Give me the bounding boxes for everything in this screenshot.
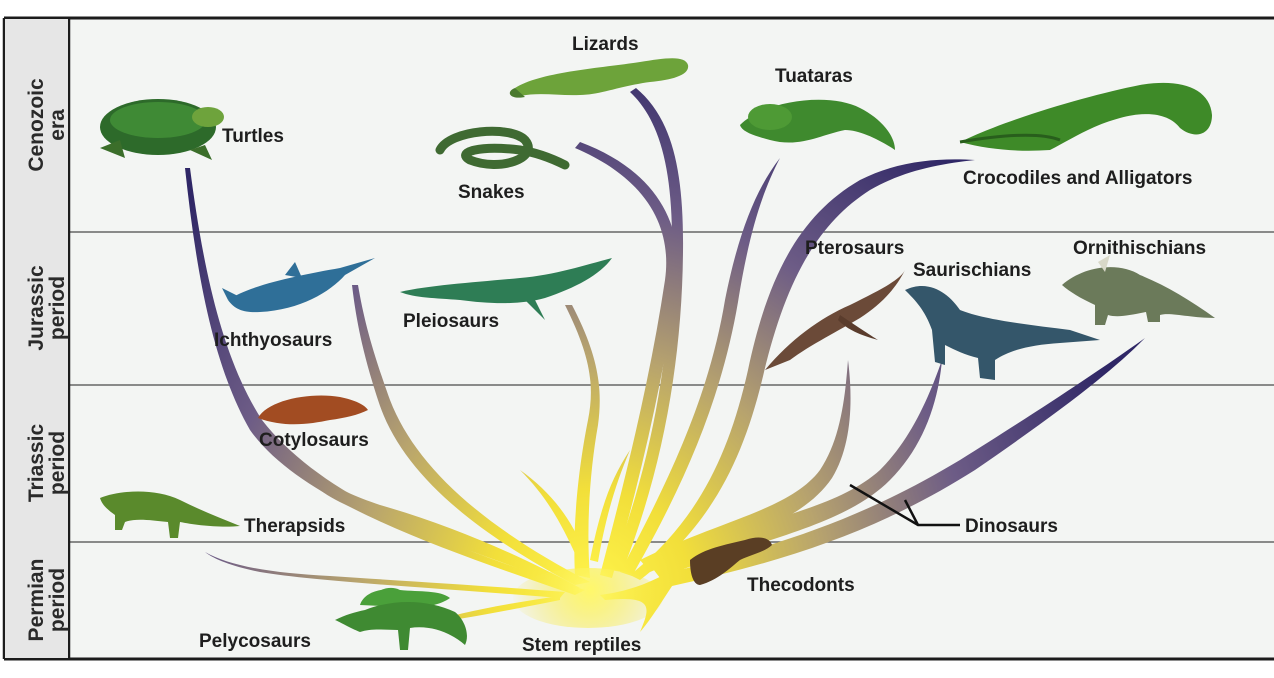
snake-icon	[435, 126, 570, 170]
label-ornithischians: Ornithischians	[1073, 238, 1206, 259]
period-label-cenozoic: Cenozoic era	[25, 78, 69, 172]
svg-text:Jurassic: Jurassic	[25, 265, 48, 351]
label-dinosaurs: Dinosaurs	[965, 516, 1058, 537]
branch-crocodiles	[630, 159, 975, 580]
label-ichthyosaurs: Ichthyosaurs	[214, 330, 332, 351]
svg-text:period: period	[46, 431, 69, 495]
branch-spur-1	[520, 470, 586, 560]
crocodile-icon	[959, 82, 1212, 151]
branch-saurischians	[650, 360, 942, 578]
turtle-icon	[100, 99, 224, 160]
label-pterosaurs: Pterosaurs	[805, 238, 904, 259]
ornithischian-icon	[1062, 255, 1215, 325]
label-crocodiles: Crocodiles and Alligators	[963, 168, 1192, 189]
svg-text:Cenozoic: Cenozoic	[25, 78, 48, 172]
svg-text:Triassic: Triassic	[25, 424, 48, 503]
dinosaurs-pointer	[849, 483, 960, 527]
label-stem-reptiles: Stem reptiles	[522, 635, 641, 656]
pterosaur-icon	[765, 270, 905, 370]
tuatara-icon	[740, 99, 895, 150]
branch-lizards	[610, 88, 684, 572]
branch-pleiosaurs	[565, 305, 600, 578]
label-lizards: Lizards	[572, 34, 639, 55]
thecodont-icon	[690, 537, 772, 585]
label-thecodonts: Thecodonts	[747, 575, 855, 596]
label-saurischians: Saurischians	[913, 260, 1031, 281]
period-grid	[2, 16, 1274, 661]
svg-text:period: period	[46, 276, 69, 340]
branch-tuataras	[620, 158, 780, 576]
label-therapsids: Therapsids	[244, 516, 345, 537]
saurischian-icon	[905, 285, 1100, 380]
branch-pelycosaurs	[205, 552, 565, 598]
label-snakes: Snakes	[458, 182, 525, 203]
phylogenetic-branches	[185, 88, 1145, 632]
label-turtles: Turtles	[222, 126, 284, 147]
pleiosaur-icon	[400, 258, 612, 320]
branch-cotylosaurs	[290, 450, 580, 590]
branch-spur-2	[590, 450, 630, 562]
branch-ichthyosaurs	[352, 285, 590, 585]
svg-text:period: period	[46, 568, 69, 632]
label-tuataras: Tuataras	[775, 66, 853, 87]
svg-text:Permian: Permian	[25, 559, 48, 642]
label-cotylosaurs: Cotylosaurs	[259, 430, 369, 451]
ichthyosaur-icon	[222, 258, 375, 313]
svg-text:era: era	[46, 109, 69, 141]
period-label-permian: Permian period	[25, 559, 69, 642]
therapsid-icon	[100, 491, 240, 538]
period-label-jurassic: Jurassic period	[25, 265, 69, 351]
pelycosaur-icon	[335, 587, 467, 650]
lizard-icon	[509, 58, 689, 98]
branch-snakes	[575, 142, 679, 578]
label-pelycosaurs: Pelycosaurs	[199, 631, 311, 652]
cotylosaur-icon	[258, 395, 368, 425]
period-label-triassic: Triassic period	[25, 424, 69, 503]
label-pleiosaurs: Pleiosaurs	[403, 311, 499, 332]
